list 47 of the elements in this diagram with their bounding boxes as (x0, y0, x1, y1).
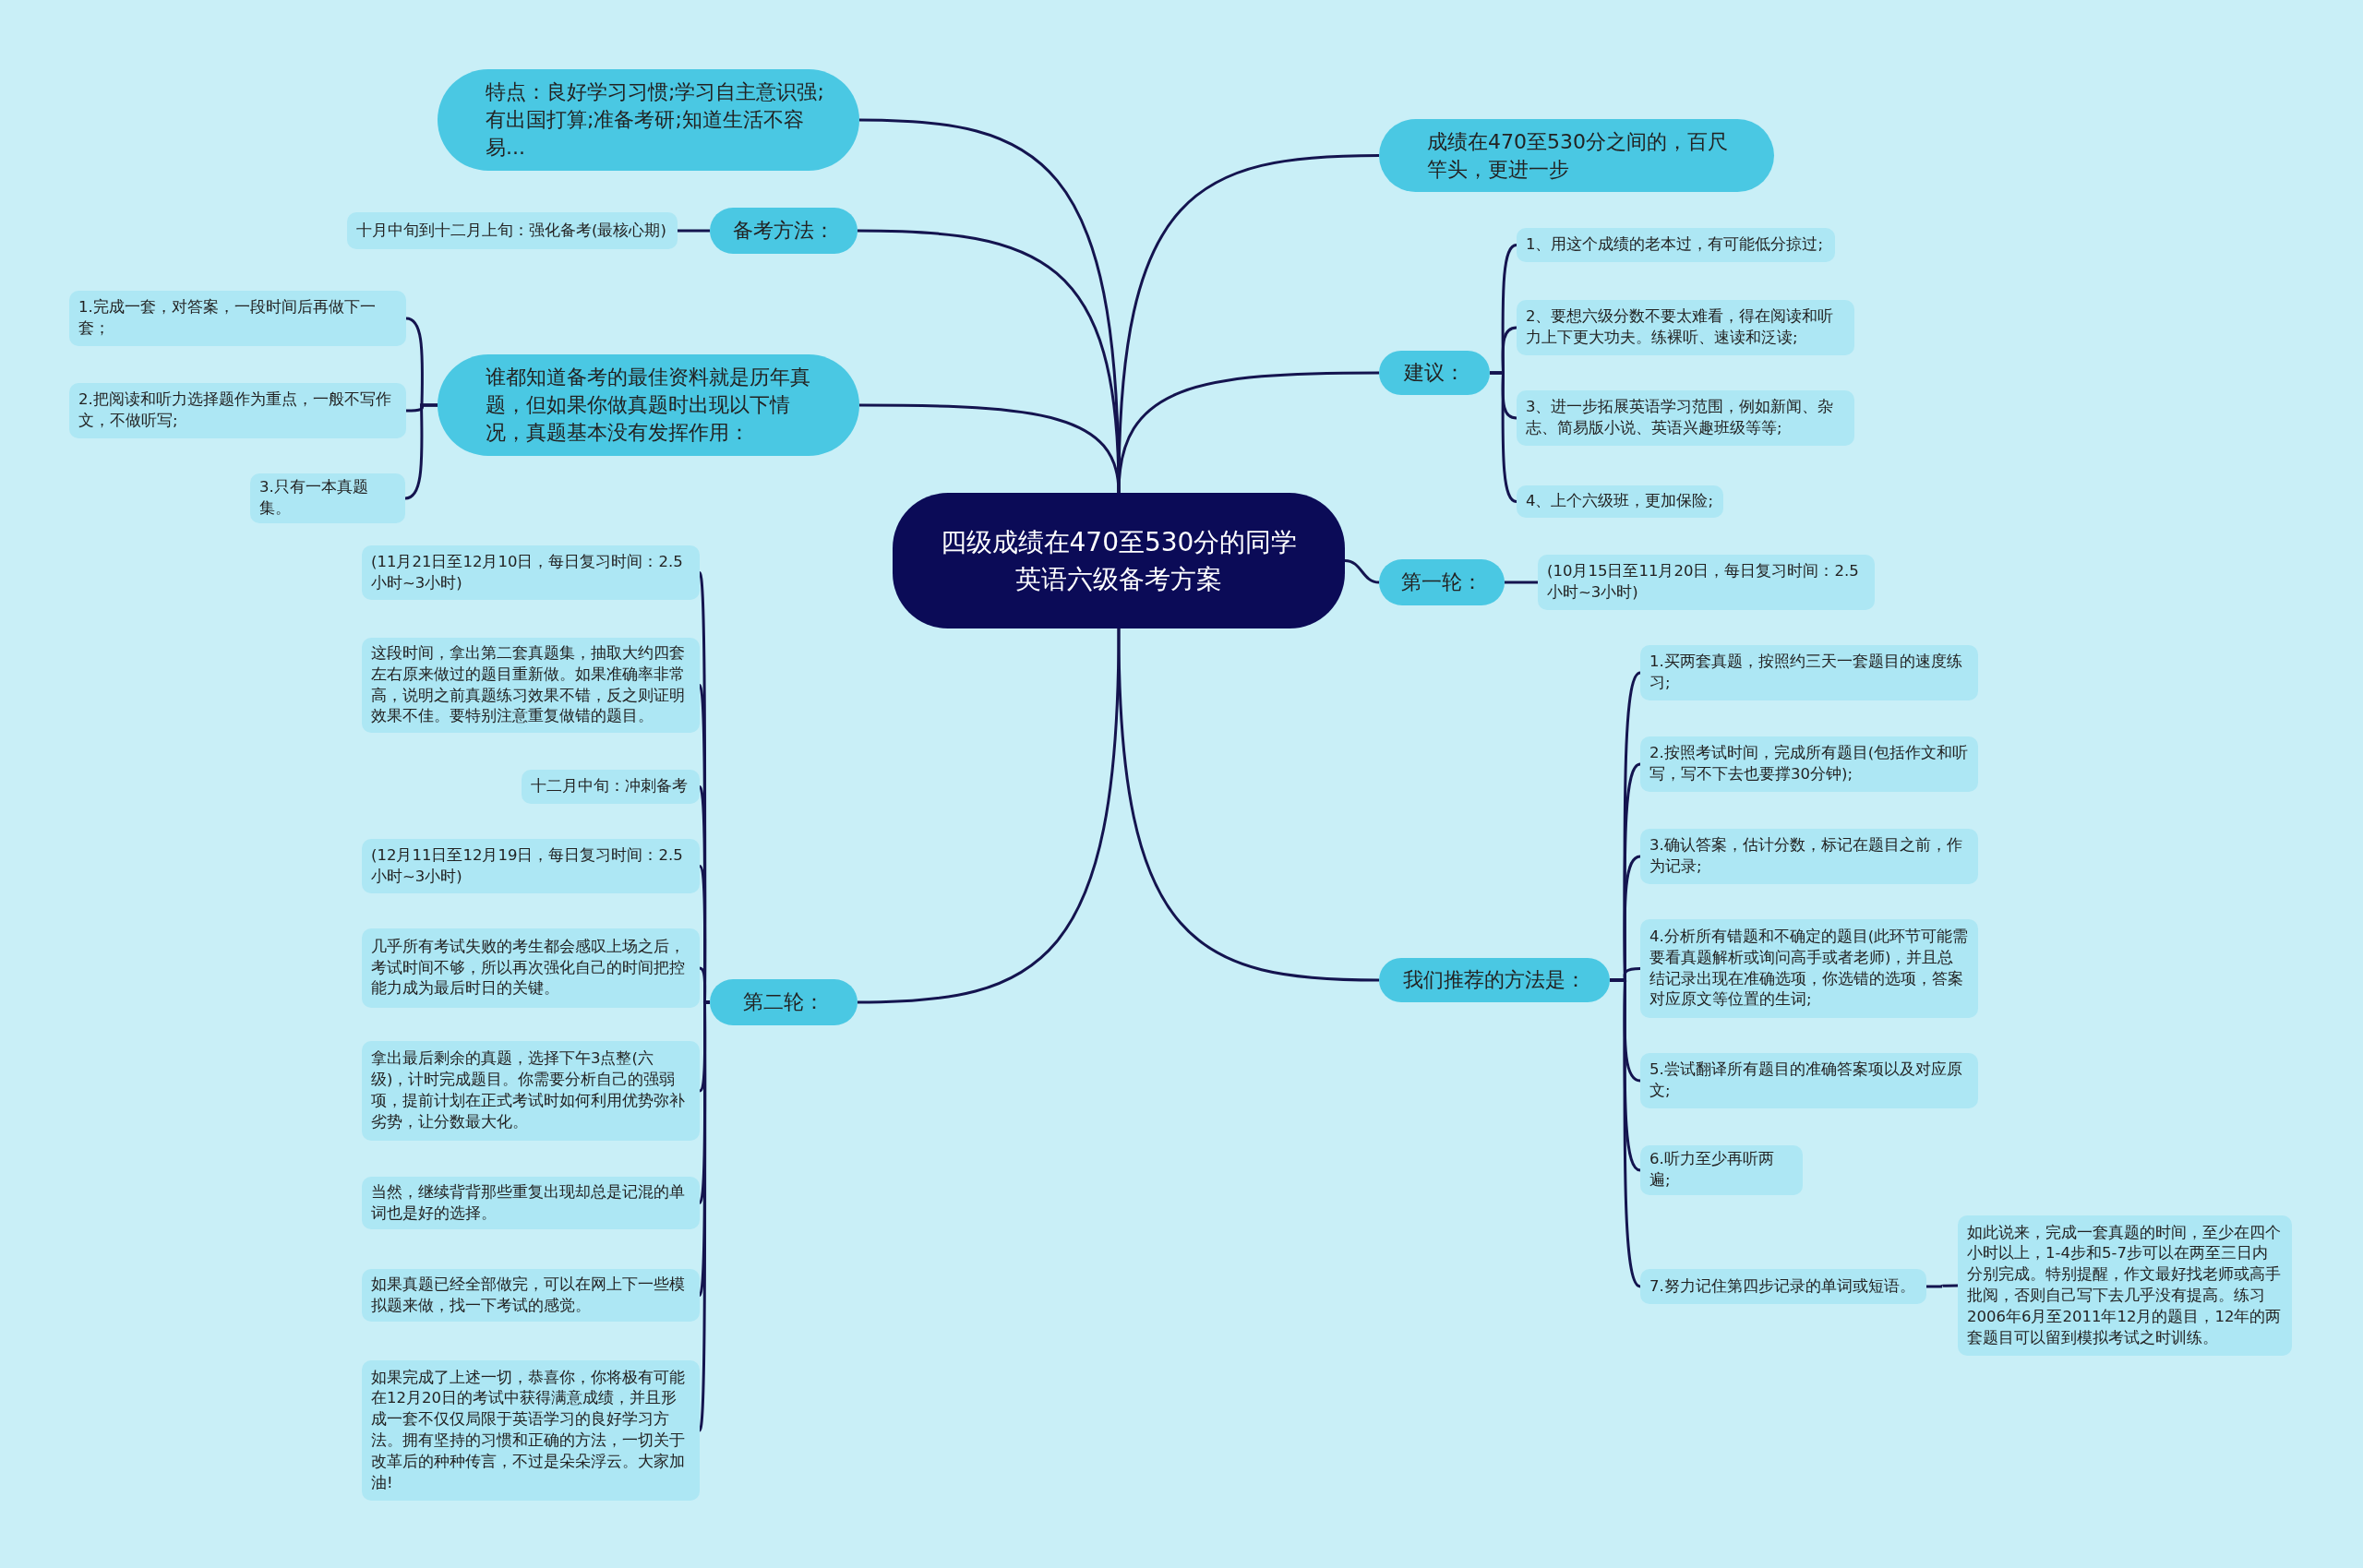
note-box: 如果真题已经全部做完，可以在网上下一些模拟题来做，找一下考试的感觉。 (362, 1269, 700, 1322)
connector (678, 229, 710, 233)
note-box: 这段时间，拿出第二套真题集，抽取大约四套左右原来做过的题目重新做。如果准确率非常高，说明之前真题练习效果不错，反之则证明效果不佳。要特别注意重复做错的题目。 (362, 638, 700, 733)
note-box: 拿出最后剩余的真题，选择下午3点整(六级)，计时完成题目。你需要分析自己的强弱项，提前计划在正式考试时如何利用优势弥补劣势，让分数最大化。 (362, 1041, 700, 1141)
note-box: (10月15日至11月20日，每日复习时间：2.5小时~3小时) (1538, 555, 1875, 610)
central-topic: 四级成绩在470至530分的同学英语六级备考方案 (893, 493, 1345, 628)
connector (857, 628, 1121, 1004)
note-box: 如果完成了上述一切，恭喜你，你将极有可能在12月20日的考试中获得满意成绩，并且形成一套不仅仅局限于英语学习的良好学习方法。拥有坚持的习惯和正确的方法，一切关于改革后的种种传言，不过是朵朵浮云。大家加油! (362, 1360, 700, 1501)
connector (698, 1000, 710, 1431)
note-box: 4、上个六级班，更加保险; (1517, 485, 1723, 518)
branch-pill: 备考方法： (710, 208, 858, 254)
note-box: 1.买两套真题，按照约三天一套题目的速度练习; (1640, 645, 1978, 700)
connector (1610, 978, 1641, 1288)
topic-pill: 谁都知道备考的最佳资料就是历年真题，但如果你做真题时出现以下情况，真题基本没有发挥作用： (438, 354, 859, 456)
branch-pill: 建议： (1379, 351, 1490, 395)
note-box: 十月中旬到十二月上旬：强化备考(最核心期) (347, 212, 678, 249)
note-box: 十二月中旬：冲刺备考 (522, 770, 700, 804)
note-box: 2.把阅读和听力选择题作为重点，一般不写作文，不做听写; (69, 383, 406, 438)
note-box: 如此说来，完成一套真题的时间，至少在四个小时以上，1-4步和5-7步可以在两至三日内分别完成。特别提醒，作文最好找老师或高手批阅，否则自己写下去几乎没有提高。练习2006年6月至2011年12月的题目，12年的两套题目可以留到模拟考试之时训练。 (1958, 1215, 2292, 1356)
connector (1117, 371, 1379, 494)
connector (1117, 154, 1380, 494)
note-box: 3.只有一本真题集。 (250, 473, 405, 523)
branch-pill: 第二轮： (710, 979, 858, 1025)
branch-pill: 我们推荐的方法是： (1379, 958, 1610, 1002)
note-box: 7.努力记住第四步记录的单词或短语。 (1640, 1269, 1926, 1304)
connector (1117, 628, 1380, 982)
note-box: 1、用这个成绩的老本过，有可能低分掠过; (1517, 228, 1835, 262)
connector (1490, 371, 1517, 503)
connector (1505, 581, 1538, 584)
connector (1344, 559, 1380, 584)
note-box: 当然，继续背背那些重复出现却总是记混的单词也是好的选择。 (362, 1177, 700, 1229)
note-box: 3.确认答案，估计分数，标记在题目之前，作为记录; (1640, 829, 1978, 884)
branch-pill: 第一轮： (1379, 559, 1505, 605)
note-box: (11月21日至12月10日，每日复习时间：2.5小时~3小时) (362, 545, 700, 600)
note-box: 4.分析所有错题和不确定的题目(此环节可能需要看真题解析或询问高手或者老师)，并且总结记录出现在准确选项，你选错的选项，答案对应原文等位置的生词; (1640, 919, 1978, 1018)
note-box: 1.完成一套，对答案，一段时间后再做下一套； (69, 291, 406, 346)
note-box: 3、进一步拓展英语学习范围，例如新闻、杂志、简易版小说、英语兴趣班级等等; (1517, 390, 1854, 446)
note-box: 5.尝试翻译所有题目的准确答案项以及对应原文; (1640, 1053, 1978, 1108)
note-box: 2、要想六级分数不要太难看，得在阅读和听力上下更大功夫。练裸听、速读和泛读; (1517, 300, 1854, 355)
connector (1926, 1284, 1958, 1288)
connector (404, 403, 438, 500)
note-box: 几乎所有考试失败的考生都会感叹上场之后，考试时间不够，所以再次强化自己的时间把控能力成为最后时日的关键。 (362, 928, 700, 1008)
note-box: 2.按照考试时间，完成所有题目(包括作文和听写，写不下去也要撑30分钟); (1640, 736, 1978, 792)
topic-pill: 特点：良好学习习惯;学习自主意识强;有出国打算;准备考研;知道生活不容易... (438, 69, 859, 171)
note-box: 6.听力至少再听两遍; (1640, 1145, 1803, 1195)
note-box: (12月11日至12月19日，每日复习时间：2.5小时~3小时) (362, 839, 700, 893)
topic-pill: 成绩在470至530分之间的，百尺竿头，更进一步 (1379, 119, 1774, 192)
